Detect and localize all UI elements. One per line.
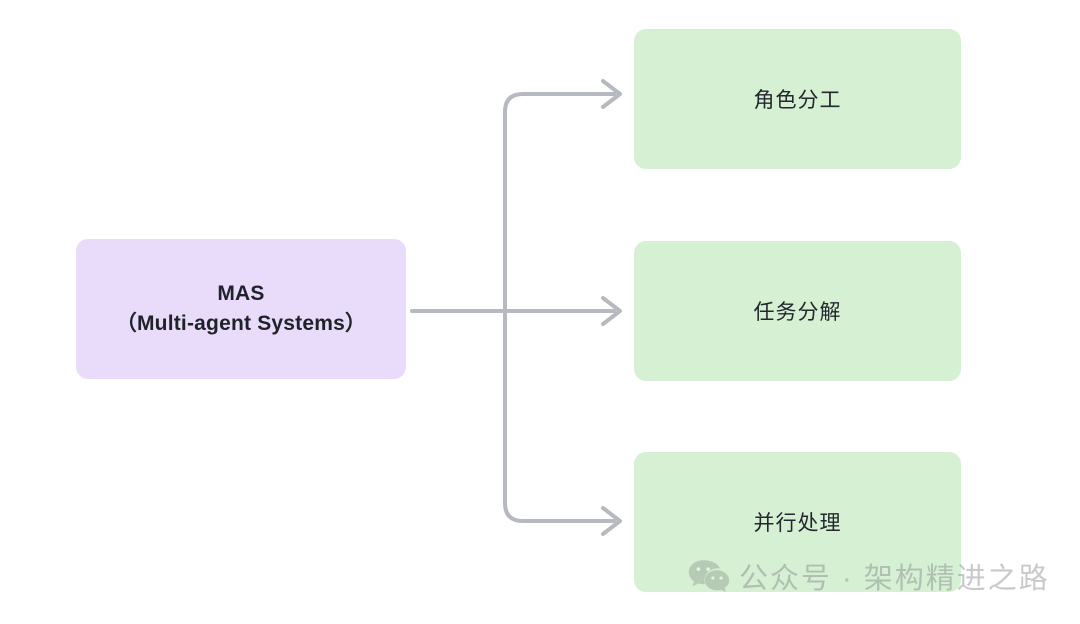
node-task-decomposition-label: 任务分解 — [753, 301, 842, 324]
node-role-division[interactable]: 角色分工 — [634, 29, 961, 169]
arrowhead-2 — [601, 296, 622, 326]
node-role-division-label: 角色分工 — [753, 89, 842, 112]
node-parallel-processing[interactable]: 并行处理 — [634, 452, 961, 592]
node-mas[interactable]: MAS （Multi-agent Systems） — [76, 239, 406, 379]
node-mas-line1: MAS — [217, 281, 265, 305]
arrowhead-3 — [601, 506, 622, 536]
connector-branch-3 — [503, 309, 616, 523]
node-mas-line2: （Multi-agent Systems） — [115, 312, 367, 335]
node-mas-label: MAS （Multi-agent Systems） — [116, 279, 366, 340]
connector-branch-1 — [503, 92, 616, 313]
node-parallel-processing-label: 并行处理 — [753, 512, 842, 535]
arrowhead-1 — [601, 79, 622, 109]
node-task-decomposition[interactable]: 任务分解 — [634, 241, 961, 381]
